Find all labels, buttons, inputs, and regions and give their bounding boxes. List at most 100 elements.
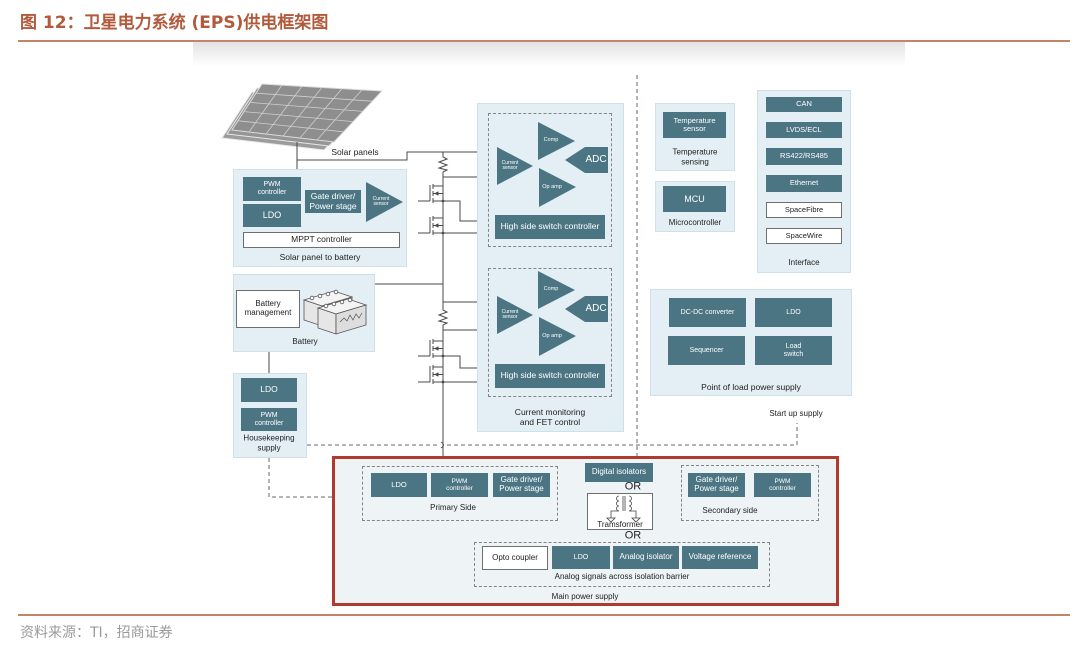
ch2-op-amp-triangle — [539, 317, 576, 356]
voltage-reference-block: Voltage reference — [682, 546, 758, 569]
analog-ldo-block: LDO — [552, 546, 610, 569]
battery-label: Battery — [292, 337, 318, 347]
channel-1-dashed-group — [488, 113, 612, 247]
solar-cell-gridline — [316, 89, 363, 141]
digital-isolators-block: Digital isolators — [585, 463, 653, 482]
mosfet-1 — [418, 184, 445, 203]
transformer-leads — [610, 510, 637, 518]
housekeeping-ldo-block: LDO — [241, 378, 297, 402]
housekeeping-to-main-line — [268, 458, 332, 498]
solar-to-battery-label: Solar panel to battery — [279, 251, 361, 262]
pol-load-switch-block: Load switch — [755, 336, 832, 365]
housekeeping-supply-label: Housekeeping supply — [243, 433, 295, 452]
fet-control-wire-1a — [443, 200, 477, 222]
transformer-symbol-icon — [606, 495, 641, 523]
solar-ldo-block: LDO — [243, 204, 301, 227]
interface-spacefibre-block: SpaceFibre — [766, 202, 842, 218]
solar-panels-graphic — [221, 83, 384, 151]
ch2-current-sensor-label: Current sensor — [501, 308, 519, 320]
solar-pwm-controller-block: PWM controller — [243, 177, 301, 201]
main-power-supply-label: Main power supply — [551, 592, 619, 602]
solar-cell-gridline — [299, 88, 343, 139]
opto-coupler-block: Opto coupler — [482, 546, 548, 570]
temperature-sensor-block: Temperature sensor — [663, 112, 726, 138]
primary-pwm-controller-block: PWM controller — [431, 473, 488, 497]
battery-terminals — [309, 289, 353, 309]
primary-ldo-block: LDO — [371, 473, 427, 497]
pol-sequencer-block: Sequencer — [668, 336, 745, 365]
ch1-current-sensor-label: Current sensor — [501, 159, 519, 171]
solar-cell-gridline — [243, 111, 354, 122]
interface-ethernet-block: Ethernet — [766, 175, 842, 192]
transformer-block — [587, 493, 653, 530]
battery-graphic — [302, 289, 368, 335]
shunt-resistor-2 — [437, 309, 449, 326]
housekeeping-startup-line — [307, 423, 798, 446]
ch1-adc-label: ADC — [585, 153, 607, 165]
interface-can-block: CAN — [766, 97, 842, 112]
transformer-secondary-coil — [628, 495, 632, 512]
current-monitoring-label: Current monitoring and FET control — [514, 406, 586, 427]
primary-gate-driver-block: Gate driver/ Power stage — [493, 473, 550, 497]
mosfet-2 — [418, 216, 445, 235]
microcontroller-label: Microcontroller — [668, 218, 722, 228]
interface-label: Interface — [788, 258, 820, 268]
mosfet-3 — [418, 339, 445, 358]
solar-cell-gridline — [265, 86, 303, 135]
point-of-load-label: Point of load power supply — [701, 381, 801, 392]
solar-panels-label: Solar panels — [331, 146, 379, 157]
transformer-label: Tramsformer — [597, 520, 643, 530]
secondary-pwm-controller-block: PWM controller — [754, 473, 811, 497]
solar-gate-driver-block: Gate driver/ Power stage — [305, 190, 361, 213]
mppt-controller-block: MPPT controller — [243, 232, 400, 248]
startup-supply-label: Start up supply — [769, 409, 823, 419]
analog-isolator-block: Analog isolator — [613, 546, 679, 569]
solar-cell-gridline — [255, 92, 373, 102]
figure-source: 资料来源：TI，招商证券 — [20, 625, 173, 641]
solar-cell-gridline — [237, 120, 344, 133]
ch2-high-side-switch-controller-block: High side switch controller — [495, 364, 605, 388]
analog-signals-group — [474, 542, 770, 587]
ch2-current-sensor-triangle — [497, 296, 533, 334]
battery-cell-front-side — [335, 304, 367, 335]
interface-spacewire-block: SpaceWire — [766, 228, 842, 244]
solar-cell-grid — [237, 84, 373, 141]
solar-cell-gridline — [249, 102, 363, 112]
ch1-op-amp-label: Op amp — [542, 184, 562, 191]
ch1-adc-shape — [565, 147, 608, 173]
pol-dc-dc-converter-block: DC-DC converter — [669, 298, 746, 327]
ch2-op-amp-label: Op amp — [542, 333, 562, 340]
primary-side-group — [362, 466, 558, 521]
secondary-side-label: Secondary side — [702, 506, 758, 516]
pol-ldo-block: LDO — [755, 298, 832, 327]
ch1-high-side-switch-controller-block: High side switch controller — [495, 215, 605, 239]
or-label-2: OR — [624, 529, 642, 542]
ch2-comparator-triangle — [538, 271, 575, 309]
figure-title: 图 12：卫星电力系统 (EPS)供电框架图 — [20, 13, 329, 33]
ch1-comparator-label: Comp — [543, 137, 559, 144]
mosfet-4 — [418, 365, 445, 384]
shunt-resistor-1 — [437, 152, 449, 173]
fet-control-wire-2a — [443, 355, 477, 369]
transformer-primary-coil — [616, 495, 620, 512]
diagram-top-shading — [193, 42, 905, 66]
secondary-gate-driver-block: Gate driver/ Power stage — [688, 473, 745, 497]
solar-panel-feed-wire — [296, 142, 477, 169]
solar-cell-gridline — [282, 87, 323, 137]
bus-crossover-jump — [440, 441, 444, 449]
interface-rs422-rs485-block: RS422/RS485 — [766, 148, 842, 165]
housekeeping-pwm-controller-block: PWM controller — [241, 408, 297, 431]
ch1-current-sensor-triangle — [497, 147, 533, 185]
primary-side-label: Primary Side — [430, 503, 476, 513]
interface-lvds-ecl-block: LVDS/ECL — [766, 122, 842, 138]
solar-current-sensor-label: Current sensor — [372, 195, 390, 207]
or-label-1: OR — [624, 480, 642, 493]
ground-icon-right — [631, 517, 641, 523]
source-rule — [18, 614, 1070, 616]
channel-2-dashed-group — [488, 268, 612, 397]
ground-icon-left — [606, 517, 616, 523]
ch2-comparator-label: Comp — [543, 286, 559, 293]
analog-signals-label: Analog signals across isolation barrier — [554, 572, 690, 582]
